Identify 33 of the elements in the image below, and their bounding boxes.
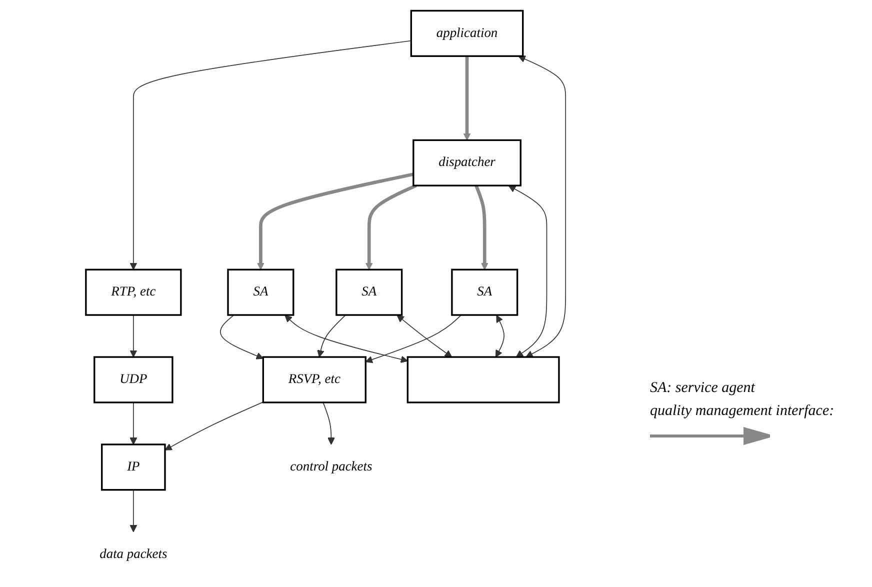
note-text: SA: service agent	[650, 380, 756, 397]
node-box	[451, 268, 518, 316]
flow-diagram: application RTP, etc UDP IP dispatcher SA SA SA RSVP, etc data packets control packets	[0, 4, 640, 584]
node-box	[94, 356, 174, 403]
node-text: data packets	[100, 546, 168, 561]
arrow	[284, 314, 408, 362]
arrow	[365, 314, 462, 363]
node-box	[412, 138, 522, 186]
arrow	[130, 314, 138, 357]
arrow	[396, 314, 452, 357]
legend-text: quality management interface:	[650, 403, 836, 420]
arrow	[130, 488, 138, 532]
node-box	[336, 268, 403, 316]
arrow	[164, 401, 264, 450]
node-box	[85, 268, 182, 316]
node-box	[262, 356, 366, 403]
node-text: control packets	[290, 459, 372, 474]
node-bar	[406, 356, 560, 403]
arrow	[495, 314, 504, 357]
arrow	[463, 56, 471, 140]
arrow	[130, 402, 138, 444]
arrow	[130, 40, 412, 270]
node-box	[227, 268, 294, 316]
arrow	[474, 184, 488, 270]
node-box	[410, 9, 524, 56]
arrow	[220, 314, 264, 359]
arrow	[508, 184, 548, 357]
arrow	[322, 402, 335, 444]
node-box	[101, 443, 166, 490]
arrow	[518, 55, 566, 357]
arrow	[257, 172, 414, 270]
arrow	[365, 184, 417, 270]
arrow	[317, 314, 346, 357]
